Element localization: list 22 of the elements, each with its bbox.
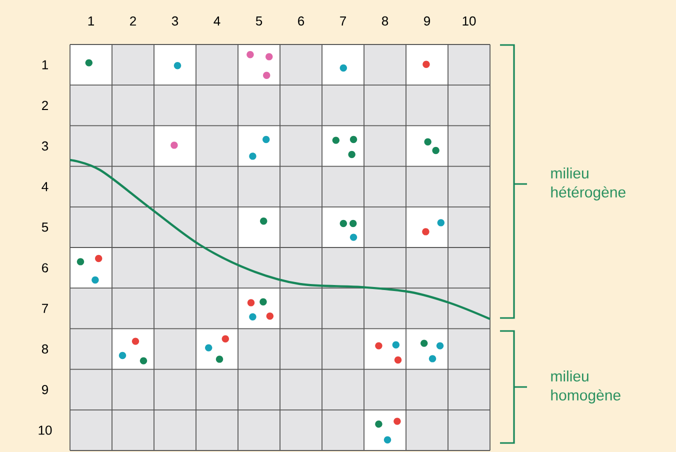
column-number: 3 — [172, 16, 178, 26]
column-number: 6 — [298, 16, 304, 26]
row-number: 3 — [42, 141, 48, 151]
column-number: 1 — [88, 16, 94, 26]
row-number: 1 — [42, 60, 48, 70]
row-number: 4 — [42, 182, 48, 192]
column-number: 5 — [256, 16, 262, 26]
row-number: 2 — [42, 100, 48, 110]
row-number: 8 — [42, 344, 48, 354]
column-number: 2 — [130, 16, 136, 26]
column-number: 10 — [462, 16, 476, 26]
bracket-label: milieu homogène — [551, 370, 620, 404]
column-number: 9 — [424, 16, 430, 26]
row-number: 7 — [42, 304, 48, 313]
row-number: 10 — [38, 426, 52, 435]
column-number: 7 — [340, 16, 346, 26]
row-number: 5 — [42, 222, 48, 232]
row-number: 9 — [42, 385, 48, 394]
column-number: 4 — [214, 16, 220, 26]
column-number: 8 — [382, 16, 388, 26]
bracket-label: milieu hétérogène — [551, 168, 626, 200]
row-number: 6 — [42, 263, 48, 272]
